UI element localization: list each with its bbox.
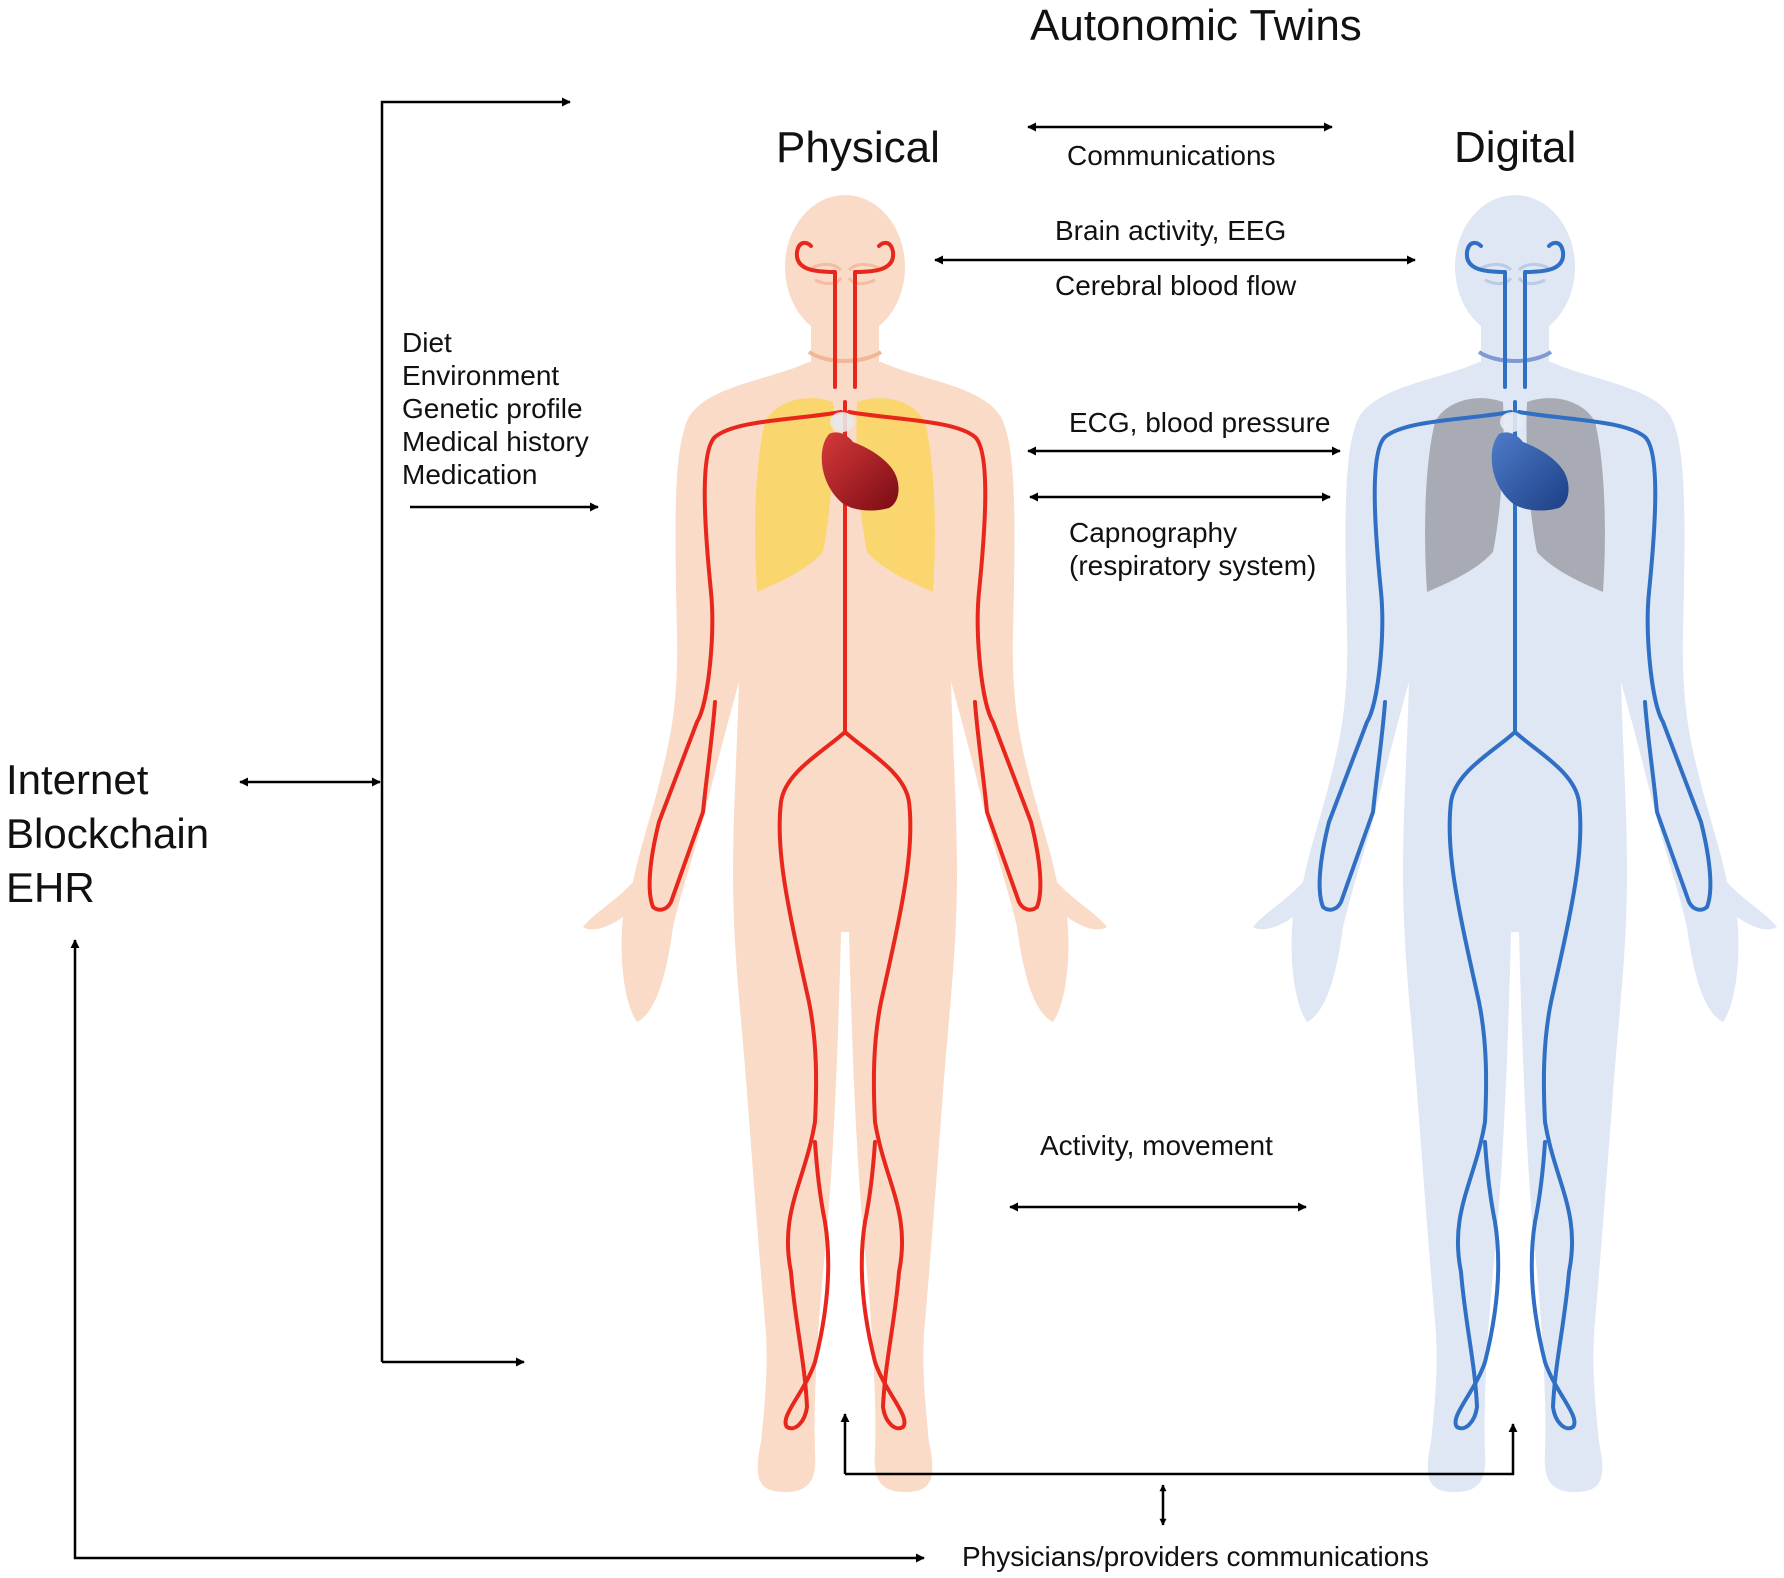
hub-blockchain: Blockchain (6, 810, 210, 857)
communications-label: Communications (1067, 140, 1276, 171)
input-medical-history: Medical history (402, 426, 589, 457)
capnography-line-2: (respiratory system) (1069, 550, 1317, 581)
patient-inputs-list: Diet Environment Genetic profile Medical… (402, 326, 589, 491)
physical-body (583, 195, 1107, 1492)
activity-label: Activity, movement (1040, 1130, 1273, 1161)
cerebral-flow-label: Cerebral blood flow (1055, 270, 1297, 301)
data-hub-list: Internet Blockchain EHR (6, 753, 209, 915)
input-environment: Environment (402, 360, 560, 391)
hub-internet: Internet (6, 756, 149, 803)
digital-label: Digital (1454, 123, 1577, 172)
hub-ehr: EHR (6, 864, 95, 911)
diagram-title: Autonomic Twins (1030, 1, 1362, 50)
brain-activity-label: Brain activity, EEG (1055, 215, 1287, 246)
physical-label: Physical (776, 123, 940, 172)
ecg-label: ECG, blood pressure (1069, 407, 1331, 438)
capnography-line-1: Capnography (1069, 517, 1238, 548)
digital-body (1253, 195, 1777, 1492)
physicians-label: Physicians/providers communications (962, 1541, 1429, 1572)
input-medication: Medication (402, 459, 538, 490)
physicians-connector (70, 939, 1518, 1563)
capnography-label: Capnography (respiratory system) (1069, 516, 1316, 582)
input-diet: Diet (402, 327, 452, 358)
connector-bracket (380, 97, 599, 1367)
input-genetic-profile: Genetic profile (402, 393, 583, 424)
